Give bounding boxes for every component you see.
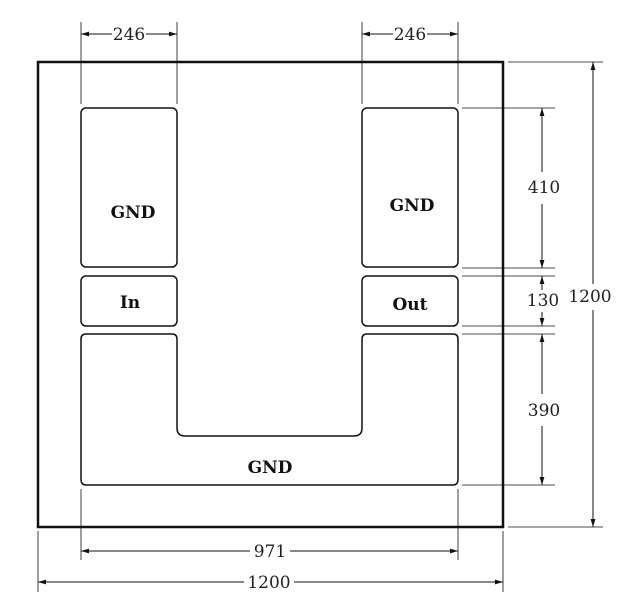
dim-top-right-width: 246 xyxy=(361,22,459,104)
dim-label-total-height: 1200 xyxy=(568,287,611,307)
pad-label-gnd-top-right: GND xyxy=(390,196,435,216)
pad-label-gnd-top-left: GND xyxy=(111,203,156,223)
dim-total-width: 1200 xyxy=(38,573,503,593)
pad-gnd-bottom xyxy=(80,333,459,486)
dim-top-left-width: 246 xyxy=(80,22,178,104)
board-outline xyxy=(36,60,505,529)
dim-height-top: 410 xyxy=(528,108,560,268)
pad-out xyxy=(361,275,459,327)
pad-label-out: Out xyxy=(392,295,427,315)
dim-inner-width: 971 xyxy=(81,542,458,562)
pad-gnd-top-left xyxy=(80,107,178,268)
dim-total-height: 1200 xyxy=(568,62,612,527)
pad-gnd-top-right xyxy=(361,107,459,268)
pad-label-gnd-bottom: GND xyxy=(248,458,293,478)
dim-label-total-width: 1200 xyxy=(247,573,290,593)
pad-in xyxy=(80,275,178,327)
dim-label-height-bottom: 390 xyxy=(528,401,560,421)
dim-extension-lines-right xyxy=(462,61,603,528)
pad-label-in: In xyxy=(120,293,140,313)
dim-label-height-mid: 130 xyxy=(527,291,559,311)
dim-label-height-top: 410 xyxy=(528,178,560,198)
dim-height-bottom: 390 xyxy=(528,334,560,485)
dim-label-top-right: 246 xyxy=(394,25,426,45)
dim-label-top-left: 246 xyxy=(113,25,145,45)
dim-height-mid: 130 xyxy=(527,276,559,326)
dim-label-inner-width: 971 xyxy=(254,542,286,562)
